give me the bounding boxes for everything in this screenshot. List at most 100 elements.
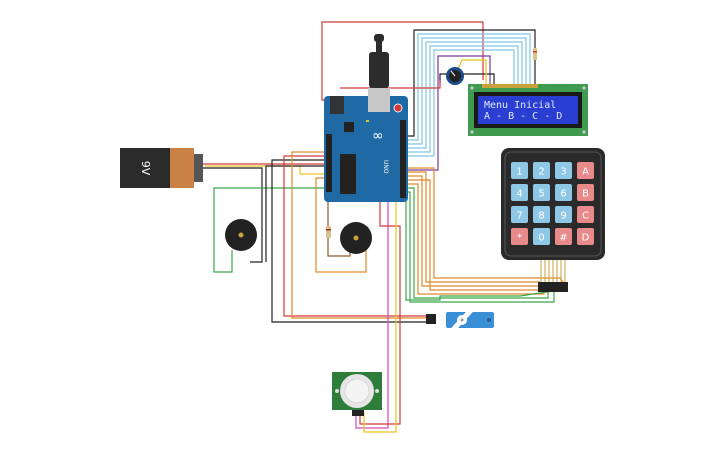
buzzer-2-dot (353, 235, 359, 241)
wire-green-buzzer1 (213, 187, 330, 273)
keypad-key[interactable] (533, 228, 550, 245)
wire-purple-lcd (408, 55, 491, 171)
keypad-key-label: 7 (516, 211, 522, 222)
keypad-key[interactable] (577, 162, 594, 179)
wire-orange-servo (291, 151, 432, 319)
wire-orange-buzzer2 (315, 177, 367, 273)
servo-screw (460, 318, 464, 322)
pir-pins (352, 410, 364, 416)
wire-battery-yellow (205, 165, 330, 175)
arduino-uno[interactable]: ∞ UNO (324, 34, 408, 202)
keypad-key[interactable] (555, 206, 572, 223)
wire-black-gnd (265, 165, 330, 262)
keypad-key[interactable] (511, 228, 528, 245)
keypad-key[interactable] (555, 228, 572, 245)
battery-label: 9V (139, 161, 152, 176)
battery-terminal (194, 154, 203, 182)
keypad-key[interactable] (533, 206, 550, 223)
keypad-key[interactable] (511, 206, 528, 223)
wire-lcd-4 (408, 45, 519, 153)
keypad-key-label: 5 (538, 189, 544, 200)
wire-yellow-pir (363, 200, 397, 433)
lcd-hole-br (582, 130, 586, 134)
buzzer-1-dot (238, 232, 244, 238)
pir-dome-inner (344, 378, 370, 404)
pir-hole-left (335, 389, 339, 393)
keypad-key-label: * (517, 233, 522, 244)
wire-keypad-5 (408, 187, 549, 299)
wire-red-pot (340, 80, 441, 89)
potentiometer[interactable] (446, 67, 464, 85)
lcd-hole-tr (582, 86, 586, 90)
usb-plug (369, 52, 389, 88)
resistor-band (326, 229, 331, 231)
usb-cable-tip (374, 34, 384, 42)
power-jack (330, 96, 344, 114)
resistor-body (326, 226, 331, 238)
keypad-key[interactable] (533, 184, 550, 201)
servo-motor[interactable] (426, 305, 494, 335)
reset-button[interactable] (393, 103, 403, 113)
servo-mount-hole (487, 318, 491, 322)
pot-indicator (450, 70, 456, 77)
resistor-lcd-band (533, 51, 537, 53)
pir-hole-right (375, 389, 379, 393)
resistor-lcd-body (533, 48, 537, 60)
keypad-key[interactable] (577, 228, 594, 245)
keypad-key-label: B (582, 189, 589, 200)
lcd-line-1: Menu Inicial (484, 100, 556, 111)
keypad-key[interactable] (555, 162, 572, 179)
keypad-inner (504, 151, 602, 257)
keypad-key[interactable] (577, 184, 594, 201)
arduino-logo: ∞ (372, 128, 384, 144)
battery-body (120, 148, 172, 188)
atmega-chip (340, 154, 356, 194)
keypad-key-label: 0 (538, 233, 544, 244)
wire-keypad-8 (408, 167, 567, 287)
battery-9v[interactable]: 9V (120, 148, 203, 188)
keypad-key[interactable] (511, 184, 528, 201)
wire-keypad-6 (408, 191, 555, 303)
analog-header (326, 134, 332, 192)
keypad-key-label: 9 (560, 211, 566, 222)
keypad-key-label: 6 (560, 189, 566, 200)
resistor-buzzer[interactable] (326, 226, 331, 238)
wire-red-pir (359, 200, 401, 425)
keypad-key-label: 2 (538, 167, 544, 178)
keypad-key[interactable] (533, 162, 550, 179)
pir-sensor[interactable] (332, 372, 382, 416)
wire-pink-pir (355, 200, 389, 429)
keypad-key-label: 4 (516, 189, 522, 200)
keypad-key[interactable] (511, 162, 528, 179)
wire-black-servo (271, 159, 432, 323)
wire-lcd-1 (408, 33, 531, 141)
wire-keypad-1 (408, 171, 540, 283)
usb-port (368, 88, 390, 112)
servo-connector (426, 314, 436, 324)
keypad-key[interactable] (577, 206, 594, 223)
wire-lcd-3 (408, 41, 523, 149)
keypad-key-label: 3 (560, 167, 566, 178)
lcd-display[interactable]: Menu Inicial A - B - C - D (468, 84, 588, 136)
buzzer-1[interactable] (225, 219, 257, 251)
keypad-key[interactable] (555, 184, 572, 201)
lcd-screen (478, 96, 578, 124)
lcd-pins (482, 84, 538, 88)
lcd-hole-tl (470, 86, 474, 90)
lcd-line-2: A - B - C - D (484, 111, 562, 122)
keypad-key-label: D (582, 233, 590, 244)
small-chip (344, 122, 354, 132)
wire-battery-black (203, 167, 263, 263)
wire-keypad-2 (408, 175, 540, 287)
buzzer-2[interactable] (340, 222, 372, 254)
keypad-key-label: # (559, 233, 567, 244)
resistor-lcd[interactable] (533, 48, 537, 60)
keypad-key-label: 1 (516, 167, 522, 178)
keypad-key-label: A (582, 167, 589, 178)
wire-lcd-2 (408, 37, 527, 145)
wire-black-pot (439, 73, 495, 86)
led-on (366, 120, 369, 122)
